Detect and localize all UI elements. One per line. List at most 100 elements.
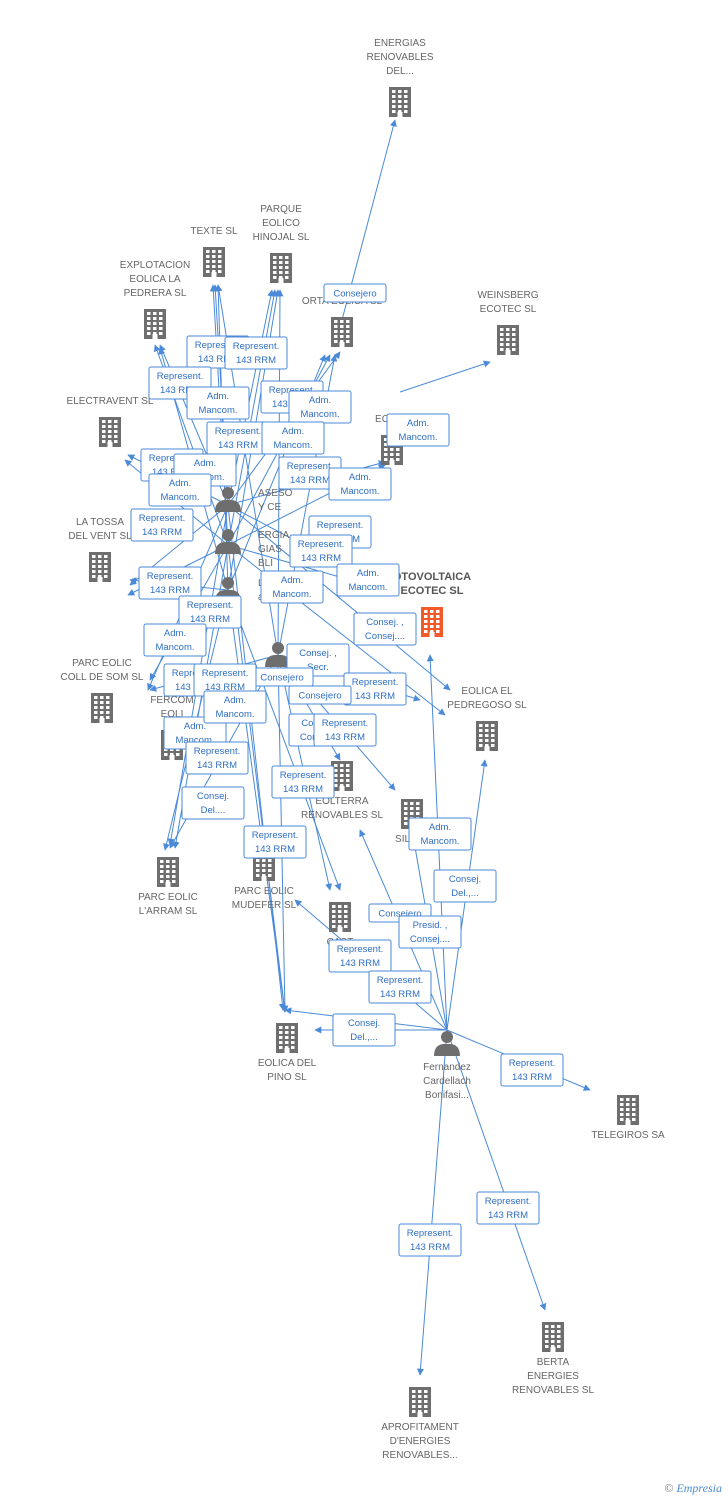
edge-label[interactable]: Represent.143 RRM [224, 336, 288, 370]
node-label: PINO SL [267, 1072, 307, 1083]
edge-label[interactable]: Adm.Mancom. [203, 690, 267, 724]
edge-label[interactable]: Consej.Del.... [181, 786, 245, 820]
edge-label-text: Adm. [357, 568, 379, 579]
edge-label[interactable]: Represent.143 RRM [398, 1223, 462, 1257]
relationship-edge [417, 1029, 448, 1376]
node-telegiros[interactable]: TELEGIROS SA [591, 1095, 665, 1141]
edge-label[interactable]: Represent.143 RRM [368, 970, 432, 1004]
edge-label[interactable]: Represent.143 RRM [185, 741, 249, 775]
edge-label[interactable]: Adm.Mancom. [163, 716, 227, 750]
relationship-edge [399, 360, 491, 393]
edge-label-text: Consej. [348, 1018, 380, 1029]
relationship-edge [227, 504, 451, 691]
edge-label-text: Adm. [224, 695, 246, 706]
edge-label-text: 143 RRM [205, 682, 245, 693]
edge-label-text: Mancom. [273, 440, 312, 451]
edge-label[interactable]: Represent.143 RRM [476, 1191, 540, 1225]
edge-label[interactable]: Adm. Mancom. [260, 570, 324, 604]
node-label: D'ENERGIES [390, 1436, 451, 1447]
edge-label[interactable]: Adm.Mancom. [386, 413, 450, 447]
edge-label[interactable]: Represent.143 RRM [178, 595, 242, 629]
edge-label-text: Represent. [195, 340, 241, 351]
edge-label[interactable]: Adm.Mancom. [336, 563, 400, 597]
edge-label-text: Represent. [287, 461, 333, 472]
node-label: RENOVABLES SL [301, 810, 384, 821]
edge-label-text: Adm. [281, 575, 303, 586]
edge-label-text: Mancom. [340, 486, 379, 497]
edge-label[interactable]: Represent.143 RRM [278, 456, 342, 490]
building-icon [497, 325, 519, 355]
copyright-symbol: © [664, 1481, 674, 1495]
edge-label[interactable]: Represent.143 RRM [138, 566, 202, 600]
edge-label[interactable]: Adm.Mancom. [328, 467, 392, 501]
edge-label[interactable]: Adm.Mancom. [143, 623, 207, 657]
edge-label-text: Adm. [207, 391, 229, 402]
node-label: RENOVABLES SL [512, 1385, 595, 1396]
edge-label[interactable]: Represent.143 RRM [289, 534, 353, 568]
edge-label[interactable]: Represent.143 RRM [243, 825, 307, 859]
node-energias[interactable]: ENERGIASRENOVABLESDEL... [366, 38, 434, 117]
edge-label-text: Consej. [197, 791, 229, 802]
building-icon [91, 693, 113, 723]
node-label: EXPLOTACION [120, 260, 190, 271]
edge-label[interactable]: Consej. ,Consej.... [353, 612, 417, 646]
edge-label-text: Mancom. [272, 589, 311, 600]
edge-label[interactable]: Adm.Mancom. [408, 817, 472, 851]
edge-label-text: 143 RRM [197, 760, 237, 771]
edge-label[interactable]: Consejero [250, 667, 314, 687]
edge-label[interactable]: Adm.Mancom. [186, 386, 250, 420]
edge-label[interactable]: Represent.143 RRM [500, 1053, 564, 1087]
edge-label-text: 143 RRM [152, 467, 192, 478]
edge-label-text: Represent. [252, 830, 298, 841]
edge-label-text: Adm. [184, 721, 206, 732]
node-orta[interactable]: ORTA EOLICA SL [302, 296, 383, 347]
node-hub3[interactable] [265, 642, 291, 667]
edge-label[interactable]: Represent.143 RRM [343, 672, 407, 706]
node-label: PARC EOLIC [138, 892, 198, 903]
node-label: RENOVABLES [366, 52, 433, 63]
edge-label[interactable]: Represent.143 RRM [193, 663, 257, 697]
building-icon [329, 902, 351, 932]
node-texte[interactable]: TEXTE SL [190, 226, 238, 277]
edge-label[interactable]: Consej.Del.,... [332, 1013, 396, 1047]
edge-label[interactable]: Represent.143 RRM [313, 713, 377, 747]
edge-label[interactable]: Adm.Mancom. [261, 421, 325, 455]
edge-label-text: 143 RRM [198, 354, 238, 365]
edge-label[interactable]: Presid. ,Consej.... [398, 915, 462, 949]
edge-label[interactable]: Adm.Mancom. [288, 390, 352, 424]
edge-label[interactable]: Consejero [288, 685, 352, 705]
edge-label[interactable]: Represent.143 RRM [328, 939, 392, 973]
edge-label[interactable]: Consej.Del.,... [433, 869, 497, 903]
node-label: HINOJAL SL [253, 232, 310, 243]
edge-label[interactable]: Represent.143 RRM [206, 421, 270, 455]
edge-label[interactable]: Consejero [323, 283, 387, 303]
building-icon [389, 87, 411, 117]
edge-label[interactable]: Represent.143 RRM [130, 508, 194, 542]
edge-label-text: Adm. [194, 458, 216, 469]
edge-label-text: Consej. [449, 874, 481, 885]
edge-label[interactable]: Adm.Mancom. [148, 473, 212, 507]
node-aprofitament[interactable]: APROFITAMENTD'ENERGIESRENOVABLES... [381, 1387, 459, 1461]
node-label: Y CE [258, 502, 281, 513]
node-electravent[interactable]: ELECTRAVENT SL [67, 396, 154, 447]
edge-label-text: Consejero [298, 691, 341, 702]
edge-label-text: 143 RRM [218, 440, 258, 451]
node-fernandez[interactable]: FernandezCardellachBonifasi... [423, 1031, 471, 1101]
edge-label[interactable]: Represent.143 RRM [271, 765, 335, 799]
node-label: PARC EOLIC [234, 886, 294, 897]
